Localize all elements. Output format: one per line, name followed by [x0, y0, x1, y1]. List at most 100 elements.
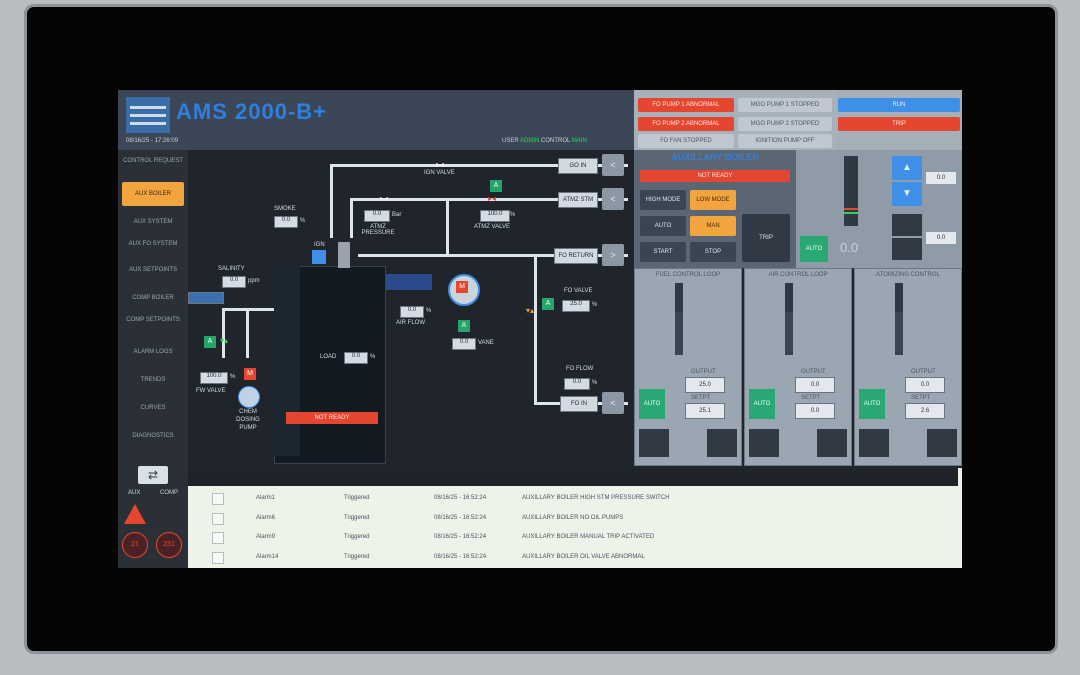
- fo-valve-icon[interactable]: ▾▴: [526, 306, 535, 315]
- nav-trends[interactable]: TRENDS: [140, 377, 166, 383]
- table-row[interactable]: Alarm9 Triggered 08/16/25 - 16:52:24 AUX…: [188, 528, 958, 547]
- loop-setpoint-value[interactable]: 0.0: [795, 403, 835, 419]
- go-in-arrow-icon[interactable]: <: [602, 154, 624, 176]
- fo-in-port[interactable]: FO IN: [560, 396, 598, 412]
- pipe-ign: [330, 164, 628, 167]
- nav-aux-fo-system[interactable]: AUX FO SYSTEM: [128, 241, 178, 247]
- mgo-pump-2-status[interactable]: MGO PUMP 2 STOPPED: [738, 117, 832, 131]
- fw-valve-value: 100.0: [200, 372, 228, 384]
- alarm-name: Alarm1: [256, 495, 276, 501]
- loop-setpoint-value[interactable]: 2.6: [905, 403, 945, 419]
- swap-arrows-icon[interactable]: ⇄: [138, 466, 168, 484]
- man-button[interactable]: MAN: [690, 216, 736, 236]
- fo-return-port[interactable]: FO RETURN: [554, 248, 598, 264]
- atmz-stm-port[interactable]: ATMZ STM: [558, 192, 598, 208]
- app-title: AMS 2000-B+: [176, 99, 328, 124]
- fo-flow-unit: %: [592, 380, 598, 386]
- alarm-table-header: [188, 468, 958, 486]
- nav-comp-setpoints[interactable]: COMP SETPOINTS: [126, 317, 180, 323]
- gauge-auto-button[interactable]: AUTO: [800, 236, 828, 262]
- trip-button[interactable]: TRIP: [742, 214, 790, 262]
- ign-valve-icon[interactable]: ▸◂: [436, 160, 445, 169]
- fo-pump-1-status[interactable]: FO PUMP 1 ABNORMAL: [638, 98, 734, 112]
- loop-btn-left[interactable]: [859, 429, 889, 457]
- high-mode-button[interactable]: HIGH MODE: [640, 190, 686, 210]
- table-row[interactable]: Alarm14 Triggered 08/16/25 - 16:52:24 AU…: [188, 548, 958, 567]
- table-row[interactable]: Alarm1 Triggered 08/16/25 - 16:52:24 AUX…: [188, 489, 958, 508]
- gauge-marker-green: [844, 212, 858, 214]
- fo-valve-auto-icon[interactable]: A: [542, 298, 554, 310]
- fd-fan-status[interactable]: FD FAN STOPPED: [638, 134, 734, 148]
- stop-button[interactable]: STOP: [690, 242, 736, 262]
- loop-btn-left[interactable]: [639, 429, 669, 457]
- ignition-pump-status[interactable]: IGNITION PUMP OFF: [738, 134, 832, 148]
- fw-valve-icon[interactable]: ▾▴: [220, 336, 229, 345]
- atmz-pressure-unit: Bar: [392, 212, 402, 218]
- go-in-port[interactable]: GO IN: [558, 158, 598, 174]
- run-trip-status: RUN TRIP: [836, 90, 962, 150]
- nav-aux-setpoints[interactable]: AUX SETPOINTS: [128, 267, 177, 273]
- gauge-value-3: 0.0: [926, 232, 956, 244]
- pipe-atmz: [350, 198, 628, 201]
- gauge-btn-2[interactable]: [892, 238, 922, 260]
- trip-status-button[interactable]: TRIP: [838, 117, 960, 131]
- atmz-valve-icon[interactable]: ▸◂: [488, 194, 497, 203]
- pipe-fw: [222, 308, 282, 311]
- pipe-vertical-atmz: [446, 200, 449, 254]
- low-mode-button[interactable]: LOW MODE: [690, 190, 736, 210]
- row-checkbox[interactable]: [212, 513, 224, 525]
- atmz-stm-arrow-icon[interactable]: <: [602, 188, 624, 210]
- fo-in-arrow-icon[interactable]: <: [602, 392, 624, 414]
- salinity-tag[interactable]: [188, 292, 224, 304]
- loop-auto-button[interactable]: AUTO: [749, 389, 775, 419]
- gauge-up-icon[interactable]: ▲: [892, 156, 922, 180]
- nav-aux-system[interactable]: AUX SYSTEM: [133, 219, 173, 225]
- air-loop-panel: AIR CONTROL LOOP AUTO OUTPUT 0.0 SETPT 0…: [744, 268, 852, 466]
- fw-valve-auto-icon[interactable]: A: [204, 336, 216, 348]
- loop-btn-right[interactable]: [817, 429, 847, 457]
- vane-auto-icon[interactable]: A: [458, 320, 470, 332]
- nav-aux-boiler[interactable]: AUX BOILER: [122, 182, 184, 206]
- ign-indicator-icon[interactable]: [312, 250, 326, 264]
- nav-diagnostics[interactable]: DIAGNOSTICS: [132, 433, 174, 439]
- chem-pump-motor-icon[interactable]: M: [244, 368, 256, 380]
- loop-btn-left[interactable]: [749, 429, 779, 457]
- row-checkbox[interactable]: [212, 532, 224, 544]
- chem-pump-icon[interactable]: [238, 386, 260, 408]
- alarm-counter-1[interactable]: 21: [122, 532, 148, 558]
- run-status-button[interactable]: RUN: [838, 98, 960, 112]
- alarm-warning-icon[interactable]: [124, 504, 146, 524]
- alarm-state: Triggered: [344, 495, 370, 501]
- start-button[interactable]: START: [640, 242, 686, 262]
- nav-curves[interactable]: CURVES: [140, 405, 166, 411]
- loop-btn-right[interactable]: [707, 429, 737, 457]
- table-row[interactable]: Alarm6 Triggered 08/16/25 - 16:52:24 AUX…: [188, 509, 958, 528]
- atmz-valve-auto-icon[interactable]: A: [490, 180, 502, 192]
- air-flow-unit: %: [426, 308, 432, 314]
- ign-valve-label: IGN VALVE: [424, 170, 455, 176]
- alarm-state: Triggered: [344, 534, 370, 540]
- atmz-valve-small-icon[interactable]: ▸◂: [380, 194, 389, 203]
- gauge-marker-red: [844, 208, 858, 210]
- loop-auto-button[interactable]: AUTO: [639, 389, 665, 419]
- row-checkbox[interactable]: [212, 493, 224, 505]
- loop-auto-button[interactable]: AUTO: [859, 389, 885, 419]
- nav-alarm-logs[interactable]: ALARM LOGS: [133, 349, 173, 355]
- loop-btn-right[interactable]: [927, 429, 957, 457]
- gauge-btn-1[interactable]: [892, 214, 922, 236]
- alarm-counter-2[interactable]: 231: [156, 532, 182, 558]
- fo-return-arrow-icon[interactable]: >: [602, 244, 624, 266]
- fw-valve-label: FW VALVE: [196, 388, 226, 394]
- gauge-down-icon[interactable]: ▼: [892, 182, 922, 206]
- atmz-pressure-label: ATMZ PRESSURE: [361, 224, 395, 236]
- fan-motor-icon[interactable]: M: [456, 281, 468, 293]
- mgo-pump-1-status[interactable]: MGO PUMP 1 STOPPED: [738, 98, 832, 112]
- alarm-time: 08/16/25 - 16:52:24: [434, 495, 487, 501]
- row-checkbox[interactable]: [212, 552, 224, 564]
- fo-pump-2-status[interactable]: FO PUMP 2 ABNORMAL: [638, 117, 734, 131]
- loop-setpoint-value[interactable]: 25.1: [685, 403, 725, 419]
- loop-output-value: 0.0: [905, 377, 945, 393]
- auto-button[interactable]: AUTO: [640, 216, 686, 236]
- nav-comp-boiler[interactable]: COMP BOILER: [132, 295, 174, 301]
- nav-control-request[interactable]: CONTROL REQUEST: [123, 158, 183, 164]
